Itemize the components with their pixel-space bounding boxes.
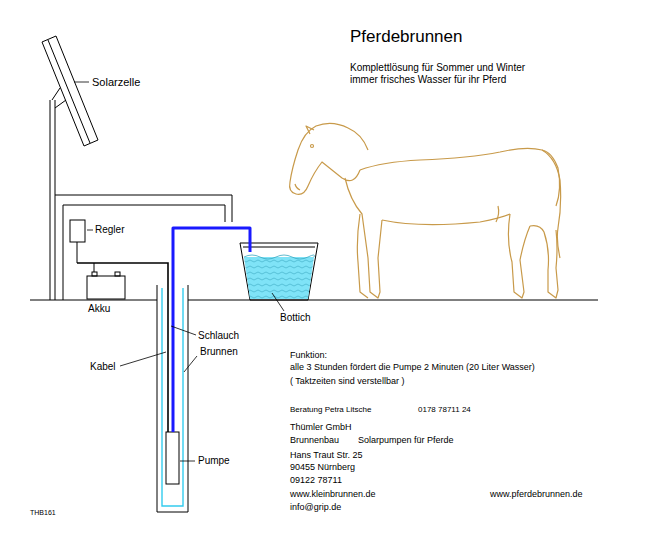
part-label: Solarzelle — [92, 76, 140, 89]
part-label: Bottich — [280, 312, 311, 324]
part-label: Akku — [88, 303, 110, 315]
function-text: alle 3 Stunden fördert die Pumpe 2 Minut… — [290, 362, 535, 373]
part-label: Pumpe — [198, 455, 230, 467]
contact-text: Beratung Petra Litsche — [290, 405, 371, 415]
drawing-number: THB161 — [30, 509, 56, 517]
part-label: Regler — [95, 224, 124, 236]
subtitle: immer frisches Wasser für ihr Pferd — [350, 74, 506, 86]
part-label: Brunnen — [200, 346, 238, 358]
address-text: Hans Traut Str. 25 — [290, 450, 363, 461]
company-text: Solarpumpen für Pferde — [358, 435, 454, 446]
title: Pferdebrunnen — [350, 27, 462, 47]
subtitle: Komplettlösung für Sommer und Winter — [350, 62, 525, 74]
part-label: Kabel — [90, 361, 116, 373]
function-text: Funktion: — [290, 350, 327, 361]
contact-text: 0178 78711 24 — [418, 405, 471, 415]
part-label: Schlauch — [198, 330, 239, 342]
web-address: www.pferdebrunnen.de — [490, 489, 583, 500]
address-text: 90455 Nürnberg — [290, 462, 355, 473]
company-text: Brunnenbau — [290, 435, 339, 446]
email-address: info@grip.de — [290, 502, 341, 513]
function-text: ( Taktzeiten sind verstellbar ) — [290, 376, 404, 387]
company-text: Thümler GmbH — [290, 422, 352, 433]
address-text: 09122 78711 — [290, 475, 342, 486]
web-address: www.kleinbrunnen.de — [290, 489, 376, 500]
